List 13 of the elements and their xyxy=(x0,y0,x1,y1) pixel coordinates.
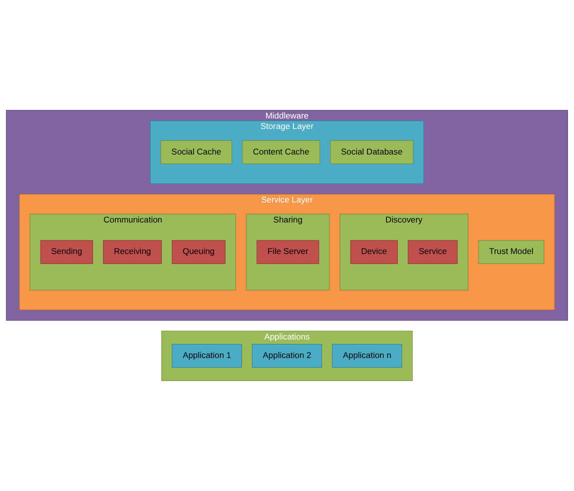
node-box: Trust Model xyxy=(478,240,544,264)
node-box: Receiving xyxy=(103,240,162,264)
node-box: File Server xyxy=(256,240,320,264)
node-box: Social Database xyxy=(330,140,414,164)
node-box: Content Cache xyxy=(242,140,320,164)
node-box: Device xyxy=(350,240,398,264)
node-box: Queuing xyxy=(172,240,226,264)
node-box: Sending xyxy=(40,240,93,264)
node-box: Service xyxy=(408,240,458,264)
node-box: Application 2 xyxy=(252,344,322,368)
node-box: Application n xyxy=(332,344,402,368)
node-box: Application 1 xyxy=(172,344,242,368)
node-box: Social Cache xyxy=(160,140,232,164)
